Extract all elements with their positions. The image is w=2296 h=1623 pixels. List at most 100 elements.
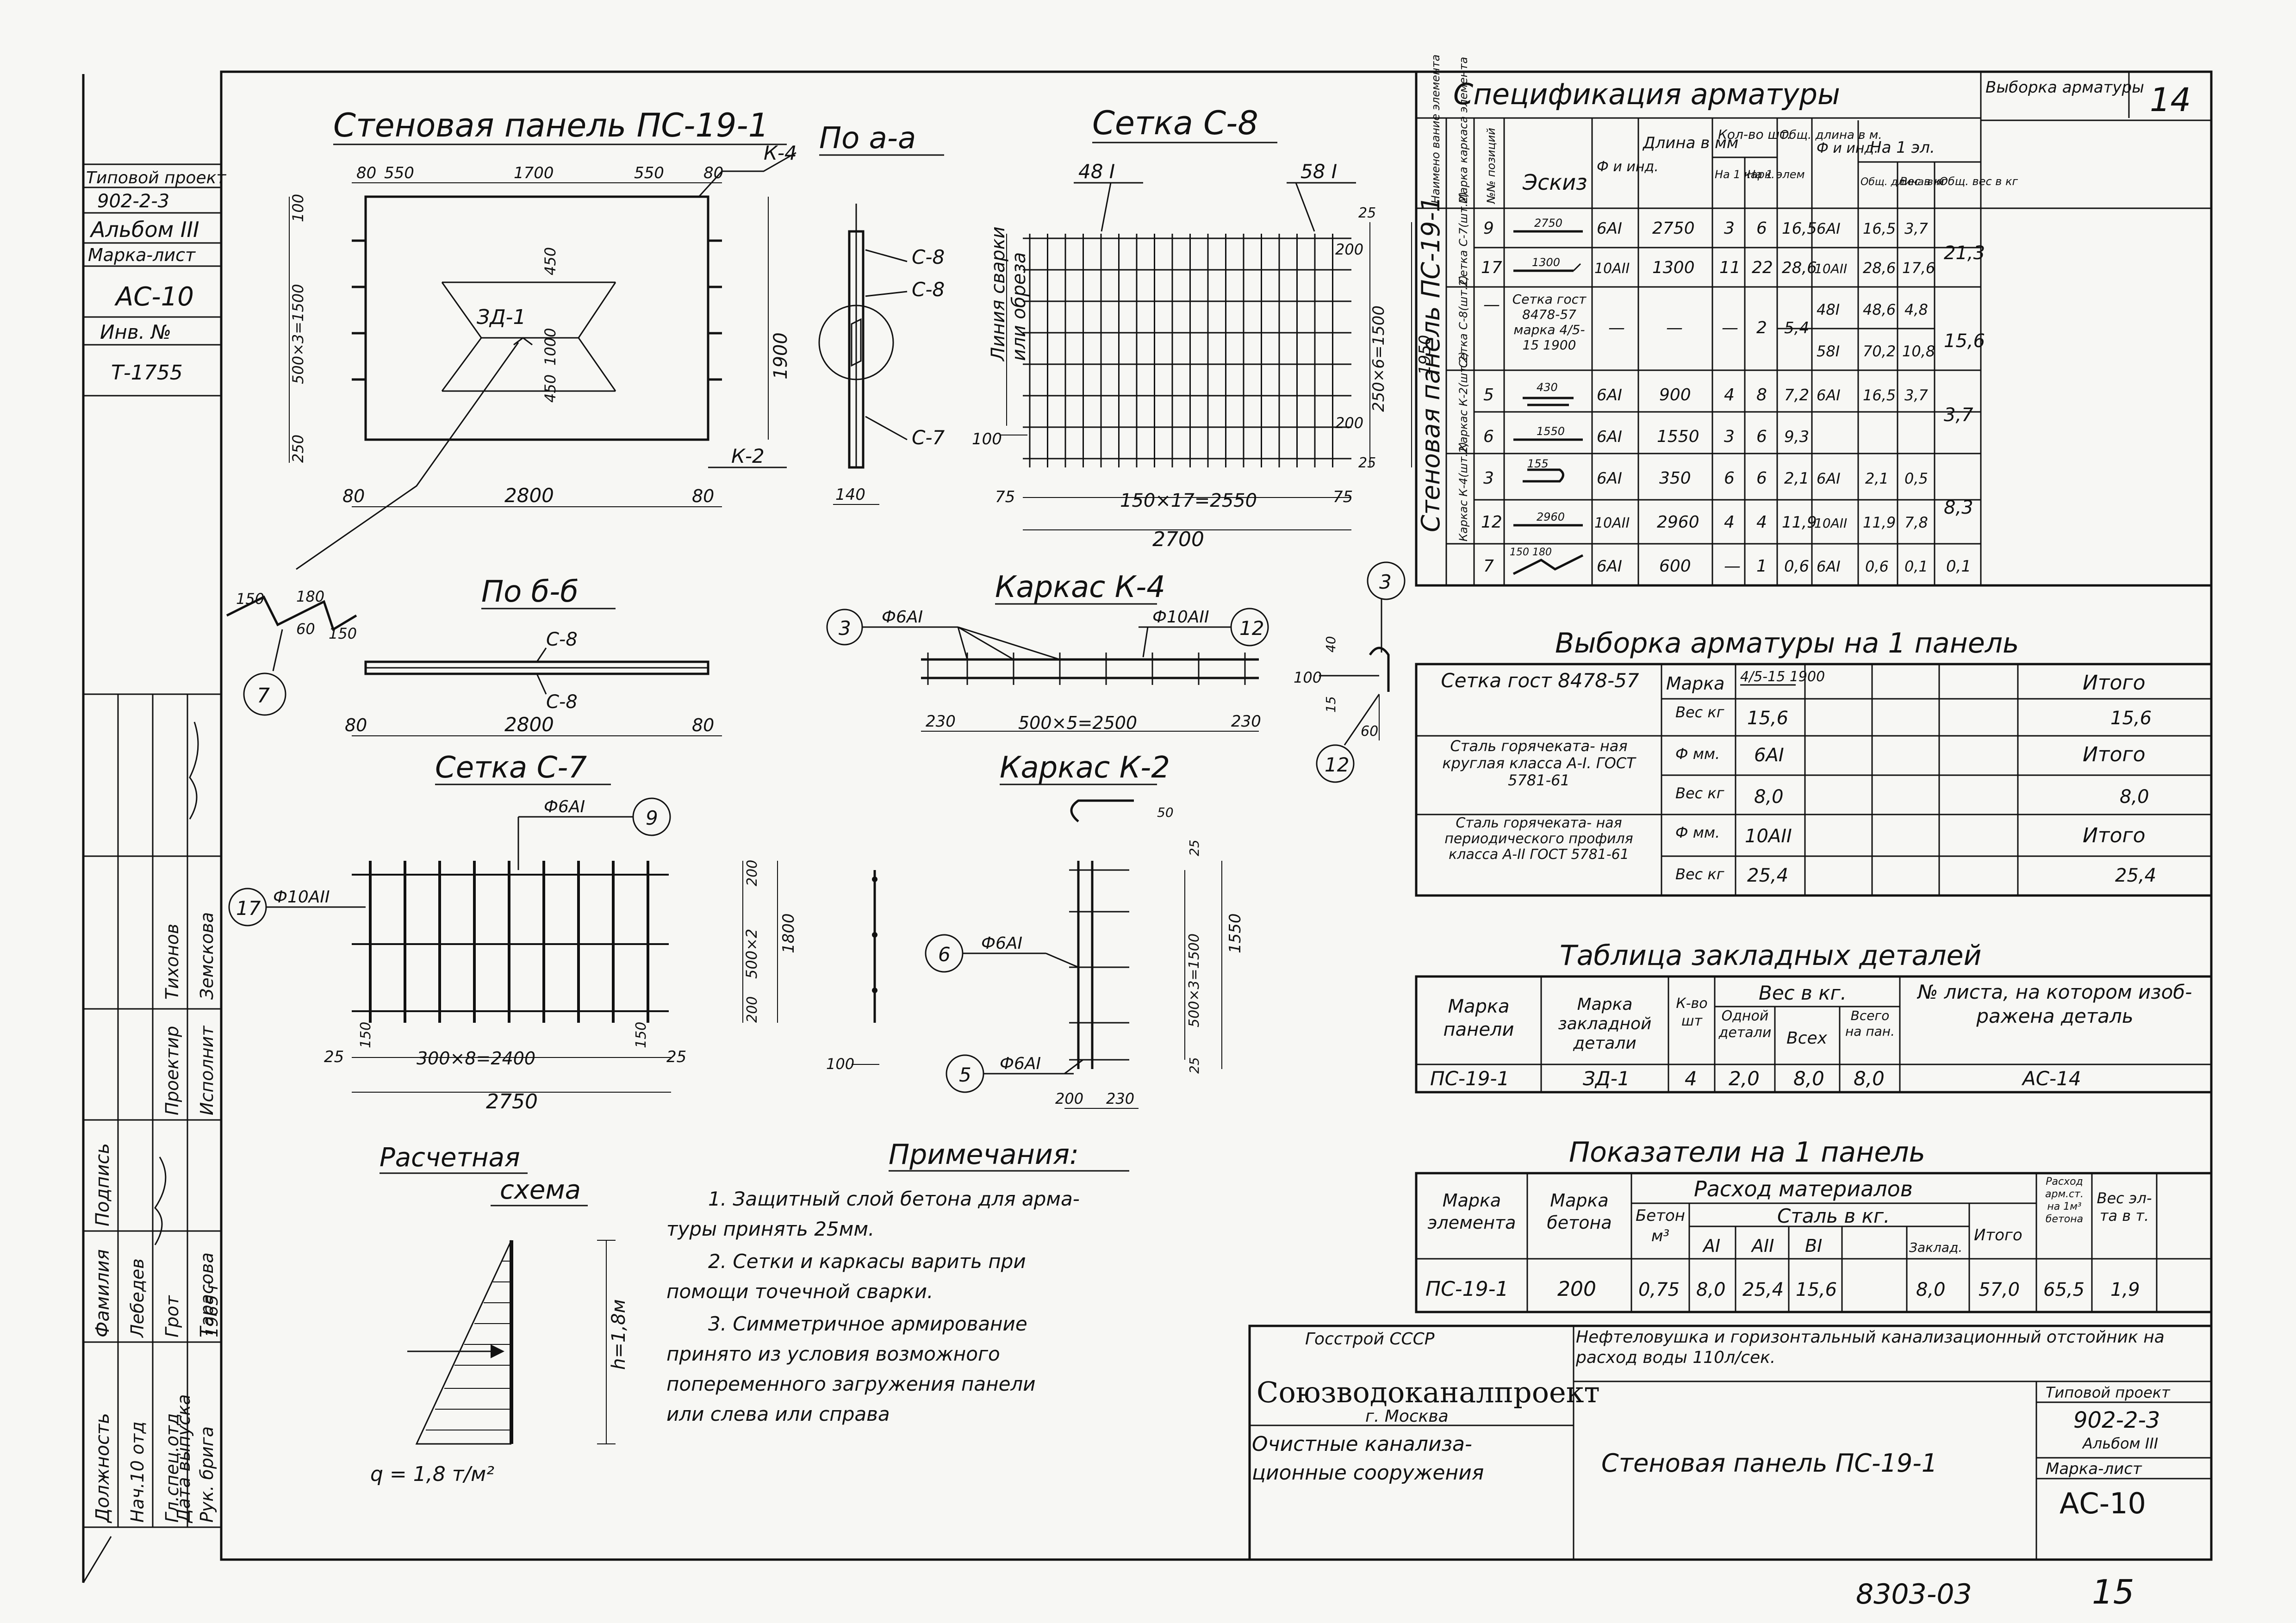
- vyb-itogo: 15,6: [2110, 708, 2152, 729]
- spec-h-qty-k: На 1 карк.: [1715, 168, 1775, 181]
- dim: 230: [1106, 1090, 1134, 1107]
- svg-text:—: —: [1722, 318, 1738, 337]
- calc-title: Расчетная: [380, 1143, 520, 1173]
- vyb-value: 8,0: [1754, 786, 1784, 808]
- signature-scribble: [189, 721, 199, 820]
- ind-h: Заклад.: [1909, 1240, 1962, 1255]
- dim: 25: [1358, 205, 1376, 221]
- svg-text:3,7: 3,7: [1904, 220, 1929, 237]
- dim: 100: [289, 194, 307, 222]
- svg-text:2,1: 2,1: [1865, 470, 1889, 487]
- svg-text:5,4: 5,4: [1784, 319, 1809, 337]
- emb-h: Всего на пан.: [1845, 1008, 1895, 1039]
- svg-text:6АI: 6АI: [1597, 428, 1622, 446]
- sig-name-1: Лебедев: [127, 1258, 148, 1338]
- tb-org1: Госстрой СССР: [1305, 1330, 1435, 1349]
- svg-text:28,6: 28,6: [1863, 259, 1896, 277]
- spec-h-length: Длина в мм: [1642, 134, 1738, 152]
- section-aa: По а-а С-8 С-8 С-7 140: [818, 121, 945, 505]
- spec-h-pos: №№ позиций: [1485, 128, 1498, 205]
- sheet-number: 14: [2150, 81, 2191, 119]
- dim: 500×3=1500: [289, 284, 307, 385]
- svg-text:4: 4: [1756, 513, 1767, 532]
- callout-9: 9: [646, 807, 658, 829]
- dim: 180: [296, 588, 324, 605]
- svg-text:4: 4: [1724, 386, 1735, 404]
- spec-row: 12 2960 10АII 2960 4 4 11,9 10АII 11,9 7…: [1481, 510, 1928, 532]
- sig-name-4: Тихонов: [162, 924, 182, 1000]
- notes: Примечания: 1. Защитный слой бетона для …: [666, 1138, 1129, 1425]
- vyb-itogo-label: Итого: [2083, 743, 2146, 766]
- callout-12b: 12: [1325, 753, 1349, 776]
- ind-cell: ПС-19-1: [1425, 1277, 1509, 1301]
- mesh-label: С-8: [912, 246, 945, 268]
- spec-row: 9 2750 6АI 2750 3 6 16,5 6АI 16,5 3,7: [1483, 217, 1929, 238]
- spec-title: Спецификация арматуры: [1453, 77, 1840, 111]
- ind-cell: 200: [1557, 1277, 1596, 1301]
- svg-text:3: 3: [1724, 219, 1735, 238]
- dim: Ф10АII: [1152, 608, 1209, 627]
- tb-album: Альбом III: [2082, 1435, 2158, 1452]
- strip-project: 902-2-3: [97, 191, 169, 212]
- emb-cell: ЗД-1: [1583, 1067, 1630, 1090]
- panel-drawing: Стеновая панель ПС-19-1 ЗД-1 80 550 1700…: [226, 106, 797, 716]
- dim: 150: [633, 1022, 649, 1048]
- spec-vyb-title: Выборка арматуры: [1985, 78, 2144, 97]
- embedded-table: Таблица закладных деталей Марка панели М…: [1415, 939, 2213, 1094]
- svg-text:900: 900: [1659, 386, 1691, 404]
- dim: 60: [296, 620, 315, 638]
- notes-title: Примечания:: [889, 1138, 1079, 1171]
- dim: 100: [1294, 669, 1322, 686]
- svg-text:10АII: 10АII: [1814, 516, 1847, 531]
- dim: 150: [329, 625, 357, 642]
- dim: Ф6АI: [882, 608, 923, 627]
- svg-text:16,5: 16,5: [1863, 386, 1896, 404]
- svg-text:6АI: 6АI: [1817, 558, 1841, 575]
- emb-cell: 2,0: [1729, 1067, 1760, 1090]
- svg-text:0,6: 0,6: [1784, 557, 1809, 576]
- dim: 25: [666, 1048, 686, 1066]
- svg-text:6: 6: [1483, 427, 1494, 446]
- svg-text:48,6: 48,6: [1863, 301, 1896, 318]
- vyb-label: Вес кг: [1675, 784, 1724, 802]
- dim: 2750: [486, 1090, 538, 1113]
- dim: 200: [1335, 414, 1363, 432]
- emb-h: Вес в кг.: [1759, 982, 1847, 1004]
- ind-cell: 15,6: [1796, 1279, 1837, 1300]
- dim: 58 I: [1300, 160, 1337, 183]
- ind-cell: 1,9: [2110, 1279, 2140, 1300]
- svg-text:4,8: 4,8: [1904, 301, 1928, 318]
- spec-element-name: Стеновая панель ПС-19-1: [1416, 196, 1445, 532]
- svg-text:58I: 58I: [1817, 342, 1840, 360]
- svg-text:430: 430: [1537, 381, 1558, 394]
- dim: Ф6АI: [544, 797, 585, 816]
- svg-text:1550: 1550: [1537, 425, 1565, 438]
- vyb-value: 4/5-15 1900: [1740, 669, 1825, 685]
- frame-k4-label: К-4: [764, 142, 797, 164]
- vyb-value: 10АII: [1745, 826, 1792, 847]
- dim: 200: [744, 860, 760, 886]
- svg-text:7,2: 7,2: [1784, 386, 1809, 404]
- dim: 50: [1157, 805, 1174, 820]
- dim: 100: [972, 430, 1002, 448]
- dim: Ф10АII: [273, 888, 330, 907]
- tb-ml-label: Марка-лист: [2046, 1460, 2142, 1478]
- sig-release-label: Дата выпуска: [174, 1394, 194, 1524]
- sig-header-sign: Подпись: [92, 1143, 113, 1226]
- panel-title: Стеновая панель ПС-19-1: [333, 106, 769, 144]
- svg-text:10АII: 10АII: [1814, 261, 1847, 276]
- dim: 15: [1323, 696, 1338, 713]
- callout-6: 6: [938, 943, 951, 966]
- tb-tp: 902-2-3: [2073, 1407, 2160, 1433]
- dim: Ф6АI: [1000, 1054, 1041, 1073]
- note-line: помощи точечной сварки.: [666, 1280, 933, 1303]
- spec-group-k2: Каркас К-2(шт.2): [1457, 351, 1470, 451]
- svg-text:8: 8: [1756, 386, 1767, 404]
- vyb-label: Ф мм.: [1675, 824, 1720, 841]
- dim: 60: [1361, 723, 1378, 740]
- spec-group-total: 15,6: [1944, 330, 1985, 352]
- svg-text:11,9: 11,9: [1863, 514, 1896, 531]
- svg-text:2960: 2960: [1657, 513, 1699, 532]
- spec-group-total: 8,3: [1944, 497, 1973, 518]
- ind-h: Расход материалов: [1694, 1176, 1913, 1201]
